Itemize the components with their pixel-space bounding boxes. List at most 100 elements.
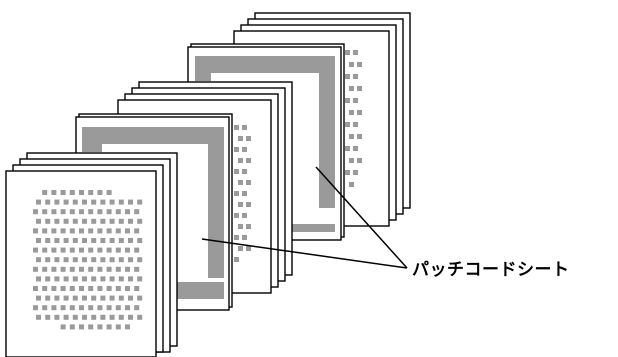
text-dot [100,295,106,301]
text-dot [134,286,140,291]
text-dot [128,276,133,282]
text-dot [106,305,112,311]
text-dot [109,257,115,263]
text-dot [137,314,143,320]
text-dot [69,286,75,291]
text-dot [115,324,121,330]
text-dot [63,276,69,282]
text-dot [88,305,94,311]
text-dot [134,247,140,253]
patch-band-side [319,73,335,208]
text-dot [115,209,121,215]
text-dot [54,218,60,224]
text-dot [115,305,121,311]
text-dot [36,218,41,224]
text-dot [134,305,140,311]
text-dot [42,305,48,311]
text-dot [69,190,75,195]
text-dot [97,247,103,253]
text-dot [45,199,51,205]
text-dot [134,266,140,272]
leader-line-sheet-1 [201,238,408,269]
text-dot [63,295,69,301]
text-dot [60,209,66,215]
text-dot [128,314,133,320]
text-dot [88,209,94,215]
patch-band-corner [195,73,211,81]
text-dot [106,286,112,291]
patch-band-top [82,127,224,144]
text-dot [79,324,84,330]
text-dot [33,209,38,215]
text-dot [100,238,106,243]
text-dot [128,218,133,224]
text-dot [106,266,112,272]
text-dot [54,199,60,205]
text-dot [69,305,75,311]
text-dot [106,209,112,215]
text-dot [36,199,41,205]
text-dot [106,190,112,195]
text-dot [100,276,106,282]
text-dot [60,286,66,291]
text-dot [91,295,97,301]
text-dot [69,228,75,234]
text-dot [137,199,143,205]
text-dot [79,286,84,291]
text-dot [88,247,94,253]
text-dot [109,218,115,224]
text-dot [118,238,124,243]
text-dot [118,295,124,301]
text-dot [51,209,57,215]
text-dot [82,218,87,224]
text-dot [128,257,133,263]
text-dot [63,257,69,263]
text-dot [69,209,75,215]
text-dot [63,218,69,224]
text-dot [115,286,121,291]
text-dot [137,276,143,282]
text-dot [115,228,121,234]
text-dot [60,190,66,195]
text-dot [42,247,48,253]
text-dot [36,295,41,301]
text-dot [97,228,103,234]
text-dot [51,228,57,234]
text-dot [72,238,78,243]
text-dot [60,266,66,272]
text-dot [91,257,97,263]
text-dot [137,218,143,224]
text-dot [51,266,57,272]
text-dot [33,228,38,234]
text-dot [137,238,143,243]
text-dot [79,228,84,234]
text-dot [60,247,66,253]
text-dot [60,324,66,330]
text-dot [72,199,78,205]
text-dot [137,257,143,263]
text-dot [91,199,97,205]
text-dot [109,295,115,301]
text-dot [100,218,106,224]
text-dot [51,286,57,291]
text-dot [82,295,87,301]
text-dot [51,190,57,195]
text-dot [54,238,60,243]
text-dot [91,314,97,320]
text-dot [36,238,41,243]
text-dot [106,324,112,330]
text-dot [51,247,57,253]
callout-label-patch-code-sheet: パッチコードシート [412,260,570,280]
text-dot [45,238,51,243]
text-dot [33,286,38,291]
text-dot [118,199,124,205]
text-dot [125,228,130,234]
text-dot [88,190,94,195]
text-dot [72,295,78,301]
text-dot [125,305,130,311]
text-dot [69,247,75,253]
text-dot [109,199,115,205]
text-dot [115,266,121,272]
document-text-dots [33,190,143,330]
